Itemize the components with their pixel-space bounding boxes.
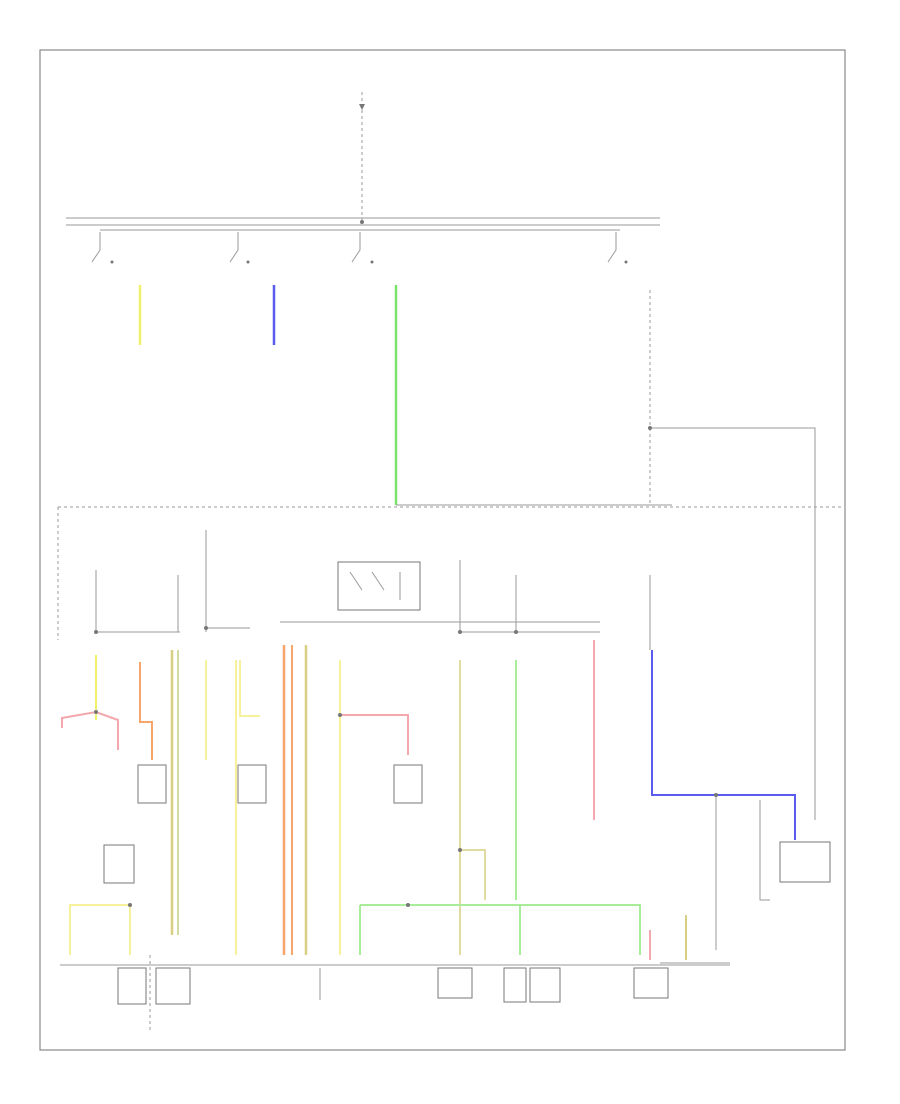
relay-box — [337, 561, 421, 611]
top-power-source — [359, 92, 365, 222]
diagram-frame — [39, 49, 846, 1051]
starter-relay-box — [779, 841, 831, 883]
fuse-drops — [95, 530, 651, 650]
wire-right-loop — [650, 427, 816, 820]
upper-components — [103, 764, 831, 884]
lower-components — [117, 955, 669, 1030]
colored-wires — [61, 640, 687, 960]
ignition-switch-bus — [66, 217, 660, 264]
junction-dots — [94, 220, 718, 907]
wire-blue-starter — [651, 650, 796, 840]
